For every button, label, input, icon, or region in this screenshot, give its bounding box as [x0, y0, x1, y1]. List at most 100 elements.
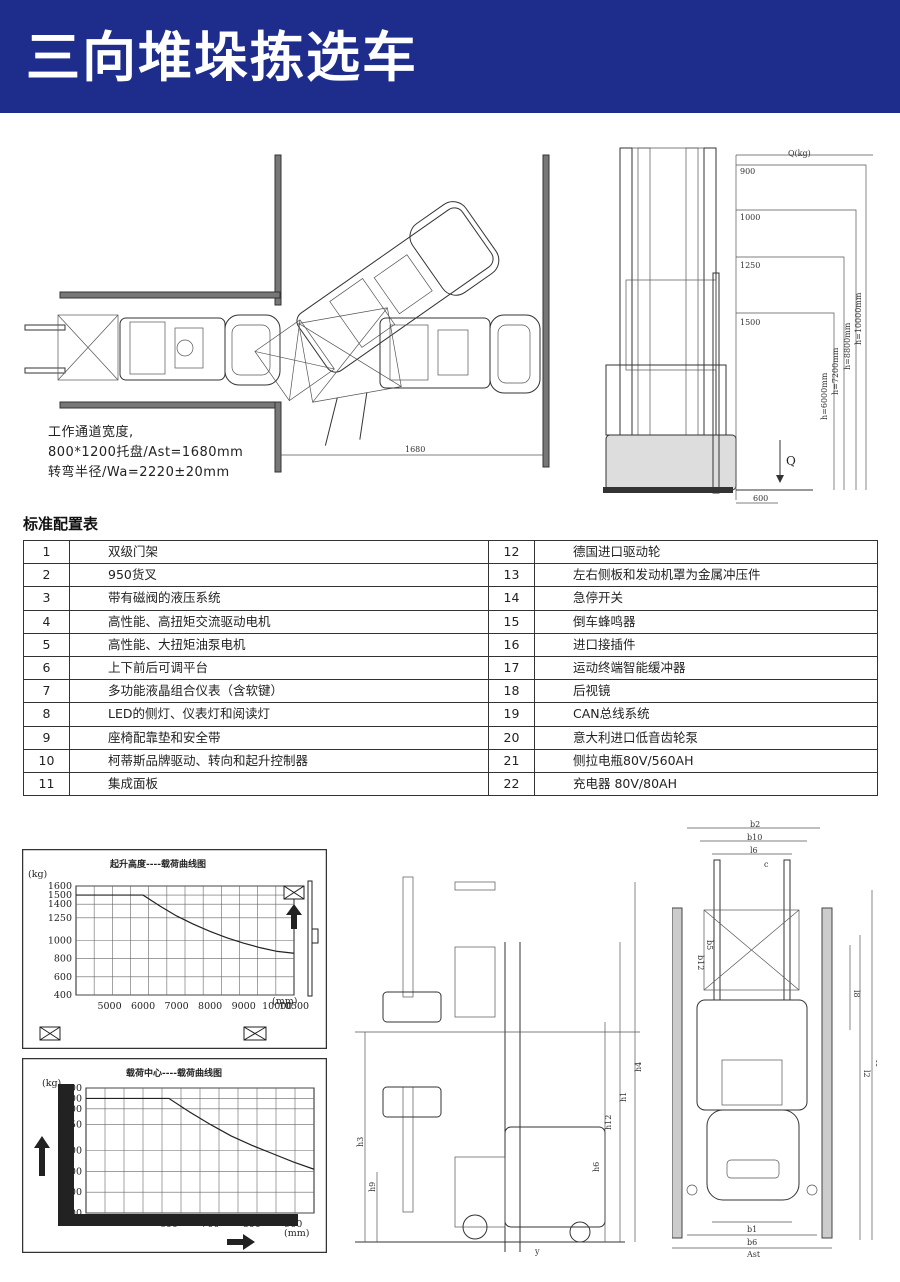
- item-text: CAN总线系统: [534, 702, 878, 727]
- lift-height-load-chart: 起升高度----载荷曲线图 (kg) (mm) 4006008001000125…: [22, 849, 327, 1049]
- aisle-annotation: 工作通道宽度, 800*1200托盘/Ast=1680mm 转弯半径/Wa=22…: [48, 423, 243, 483]
- x-tick-label: 6000: [131, 1001, 155, 1012]
- chart1-xlabel: (mm): [272, 996, 297, 1007]
- dim-h1: h1: [619, 1092, 628, 1102]
- y-tick-label: 1500: [48, 890, 72, 901]
- item-text: 950货叉: [69, 563, 489, 588]
- aisle-top-view-drawing: 1680: [24, 154, 550, 473]
- load-1250: 1250: [740, 261, 760, 270]
- item-text: 高性能、大扭矩油泵电机: [69, 632, 489, 657]
- item-text: 多功能液晶组合仪表（含软键）: [69, 679, 489, 704]
- y-tick-label: 1600: [58, 1083, 82, 1094]
- x-tick-label: 800: [243, 1219, 261, 1230]
- item-text: 左右侧板和发动机罩为金属冲压件: [534, 563, 878, 588]
- chart1-series-line: [76, 894, 295, 954]
- item-text: 座椅配靠垫和安全带: [69, 725, 489, 750]
- item-number: 14: [488, 586, 535, 611]
- dim-b2: b2: [750, 820, 760, 829]
- chart2-series-line: [86, 1097, 315, 1170]
- dim-b5: b5: [705, 940, 714, 950]
- y-tick-label: 600: [64, 1187, 82, 1198]
- wa-label: 转弯半径/Wa=2220±20mm: [48, 465, 230, 480]
- item-number: 15: [488, 609, 535, 634]
- item-text: 急停开关: [534, 586, 878, 611]
- item-number: 4: [23, 609, 70, 634]
- item-number: 7: [23, 679, 70, 704]
- y-tick-label: 800: [64, 1166, 82, 1177]
- y-tick-label: 1250: [58, 1119, 82, 1130]
- item-number: 8: [23, 702, 70, 727]
- y-tick-label: 1500: [58, 1093, 82, 1104]
- item-text: 后视镜: [534, 679, 878, 704]
- item-number: 13: [488, 563, 535, 588]
- x-tick-label: 900: [284, 1219, 302, 1230]
- item-number: 12: [488, 539, 535, 565]
- q-axis-label: Q(kg): [788, 149, 811, 158]
- pallet-rotating: [298, 307, 402, 446]
- dim-h6: h6: [592, 1162, 601, 1172]
- aisle-dimension: 1680: [405, 445, 425, 454]
- q-arrow-label: Q: [786, 454, 796, 468]
- height-10000: h=10000mm: [854, 292, 863, 345]
- height-6000: h=6000mm: [820, 372, 829, 420]
- x-tick-label: 9000: [232, 1001, 256, 1012]
- y-tick-label: 1600: [48, 881, 72, 892]
- y-tick-label: 1400: [48, 899, 72, 910]
- y-tick-label: 1000: [58, 1146, 82, 1157]
- dim-l8: l8: [852, 990, 861, 998]
- page-title: 三向堆垛拣选车: [26, 26, 418, 89]
- item-number: 5: [23, 632, 70, 657]
- x-tick-label: 7000: [165, 1001, 189, 1012]
- chart2-arrows: [34, 1136, 255, 1250]
- aisle-width-label: 工作通道宽度,: [48, 425, 134, 440]
- y-tick-label: 600: [54, 972, 72, 983]
- dim-l1: l1: [874, 1060, 877, 1068]
- item-text: 运动终端智能缓冲器: [534, 655, 878, 681]
- item-text: 集成面板: [69, 771, 489, 797]
- mast-load-diagram: Q(kg) 900 1000 1250 1500 h=6000mm h=7200…: [603, 147, 873, 504]
- item-text: 德国进口驱动轮: [534, 539, 878, 565]
- item-number: 16: [488, 632, 535, 657]
- dim-ast: Ast: [746, 1250, 761, 1259]
- truck-left: [24, 314, 281, 386]
- dim-h9: h9: [368, 1182, 377, 1192]
- item-number: 11: [23, 771, 70, 797]
- y-tick-label: 1400: [58, 1104, 82, 1115]
- load-center-load-chart: 载荷中心----载荷曲线图 (kg) (mm) 4006008001000125…: [22, 1058, 327, 1253]
- item-text: 充电器 80V/80AH: [534, 771, 878, 797]
- chart1-title: 起升高度----载荷曲线图: [109, 858, 206, 870]
- chart2-xlabel: (mm): [284, 1228, 309, 1239]
- item-text: 柯蒂斯品牌驱动、转向和起升控制器: [69, 748, 489, 773]
- x-tick-label: 8000: [198, 1001, 222, 1012]
- chart1-ylabel: (kg): [28, 869, 47, 880]
- item-number: 2: [23, 563, 70, 588]
- item-text: 高性能、高扭矩交流驱动电机: [69, 609, 489, 634]
- side-elevation-drawing: h4 h1 h12 h6 h3 h9 y: [355, 876, 643, 1256]
- item-number: 9: [23, 725, 70, 750]
- item-number: 20: [488, 725, 535, 750]
- item-number: 1: [23, 539, 70, 565]
- dim-b12: b12: [696, 955, 705, 970]
- item-text: 双级门架: [69, 539, 489, 565]
- dim-y: y: [534, 1247, 540, 1256]
- item-number: 18: [488, 679, 535, 704]
- x-tick-label: 5000: [97, 1001, 121, 1012]
- config-section-title: 标准配置表: [23, 515, 99, 533]
- item-text: 倒车蜂鸣器: [534, 609, 878, 634]
- x-tick-label: 10500: [279, 1001, 309, 1012]
- chart1-pallet-icons: [39, 880, 319, 1041]
- height-8800: h=8800mm: [843, 322, 852, 370]
- title-banner: 三向堆垛拣选车: [0, 0, 900, 113]
- item-text: 上下前后可调平台: [69, 655, 489, 681]
- y-tick-label: 800: [54, 954, 72, 965]
- item-text: 带有磁阀的液压系统: [69, 586, 489, 611]
